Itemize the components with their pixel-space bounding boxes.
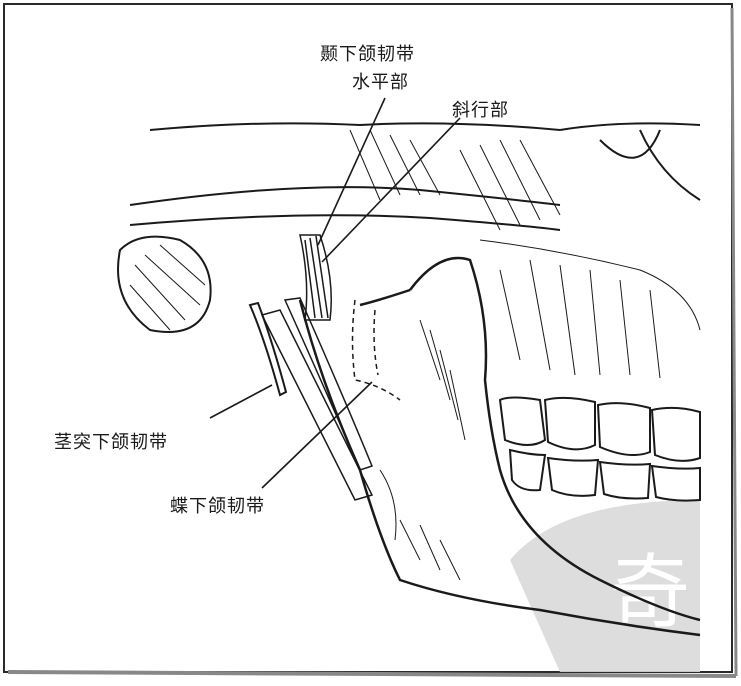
maxilla-hatching [350,130,700,378]
orbit [600,130,700,200]
leader-sphenomandibular [262,382,372,488]
zygomatic-arch [130,123,700,230]
label-tmj-horizontal-part: 水平部 [352,68,409,94]
label-tmj-ligament: 颞下颌韧带 [320,40,415,66]
sphenomandibular-ligament [285,298,372,470]
leader-stylomandibular [210,385,272,418]
styloid-process [250,303,286,395]
label-stylomandibular-ligament: 茎突下颌韧带 [54,428,168,454]
teeth [500,398,700,501]
label-oblique-part: 斜行部 [452,96,509,122]
label-sphenomandibular-ligament: 蝶下颌韧带 [170,492,265,518]
leader-lines [210,98,460,488]
leader-tmj [318,98,385,245]
mandibular-foramen-dashed [353,300,401,400]
mastoid-process [118,237,211,332]
mandible-hatching [380,320,465,580]
watermark: 奇 [510,500,700,672]
